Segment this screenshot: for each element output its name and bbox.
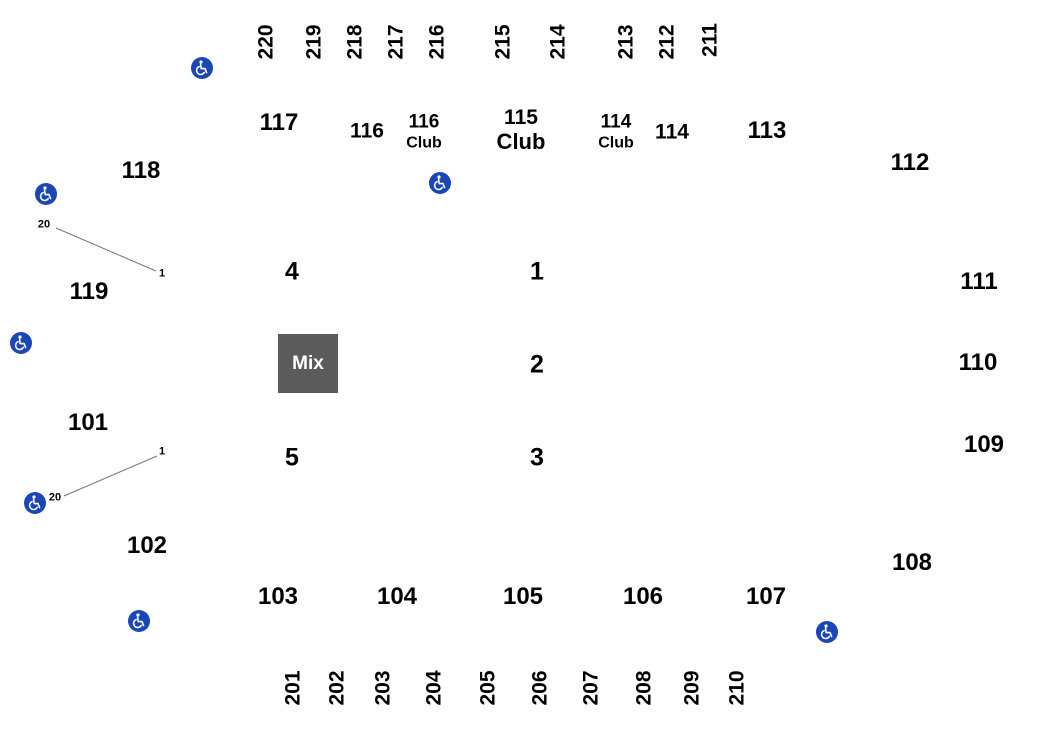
section-216[interactable]: 216: [425, 24, 449, 60]
floor-section-1[interactable]: 1: [530, 257, 544, 286]
row-marker-lower-end: 20: [48, 491, 62, 504]
mix-position[interactable]: Mix: [278, 334, 338, 393]
section-108[interactable]: 108: [891, 549, 933, 576]
section-209[interactable]: 209: [680, 670, 704, 706]
section-217[interactable]: 217: [384, 24, 408, 60]
section-117[interactable]: 117: [259, 109, 299, 136]
club-label: Club: [496, 129, 546, 154]
section-213[interactable]: 213: [614, 24, 638, 60]
club-label: Club: [598, 134, 634, 152]
section-116-club[interactable]: 116 Club: [406, 113, 442, 152]
section-207[interactable]: 207: [579, 670, 603, 706]
section-101[interactable]: 101: [67, 409, 109, 436]
floor-section-3[interactable]: 3: [530, 443, 544, 472]
section-202[interactable]: 202: [325, 670, 349, 706]
row-marker-upper-end: 1: [158, 267, 166, 280]
section-107[interactable]: 107: [745, 583, 787, 610]
section-115-club[interactable]: 115 Club: [497, 107, 546, 153]
section-212[interactable]: 212: [655, 24, 679, 60]
club-section-number: 116: [408, 111, 440, 133]
wheelchair-icon[interactable]: [191, 57, 213, 79]
wheelchair-icon[interactable]: [429, 172, 451, 194]
section-206[interactable]: 206: [528, 670, 552, 706]
section-210[interactable]: 210: [725, 670, 749, 706]
row-marker-upper-start: 20: [37, 218, 51, 231]
club-section-number: 115: [504, 106, 538, 129]
section-112[interactable]: 112: [890, 149, 930, 176]
section-114-club[interactable]: 114 Club: [598, 113, 634, 152]
section-218[interactable]: 218: [343, 24, 367, 60]
floor-section-5[interactable]: 5: [285, 443, 299, 472]
section-208[interactable]: 208: [632, 670, 656, 706]
club-label: Club: [406, 134, 442, 152]
section-110[interactable]: 110: [958, 349, 998, 376]
wheelchair-icon[interactable]: [24, 492, 46, 514]
section-114[interactable]: 114: [655, 120, 689, 144]
club-section-number: 114: [600, 111, 632, 133]
section-220[interactable]: 220: [254, 24, 278, 60]
row-marker-lower-start: 1: [158, 445, 166, 458]
section-106[interactable]: 106: [622, 583, 664, 610]
section-214[interactable]: 214: [546, 24, 570, 60]
section-104[interactable]: 104: [376, 583, 418, 610]
section-205[interactable]: 205: [476, 670, 500, 706]
section-201[interactable]: 201: [281, 670, 305, 706]
floor-section-2[interactable]: 2: [530, 350, 544, 379]
section-109[interactable]: 109: [963, 431, 1005, 458]
section-102[interactable]: 102: [126, 532, 168, 559]
wheelchair-icon[interactable]: [35, 183, 57, 205]
section-118[interactable]: 118: [121, 157, 161, 184]
row-line-lower-left: [63, 455, 158, 497]
floor-section-4[interactable]: 4: [285, 257, 299, 286]
section-111[interactable]: 111: [960, 268, 998, 295]
wheelchair-icon[interactable]: [128, 610, 150, 632]
wheelchair-icon[interactable]: [10, 332, 32, 354]
section-119[interactable]: 119: [69, 278, 109, 305]
section-215[interactable]: 215: [491, 24, 515, 60]
section-204[interactable]: 204: [422, 670, 446, 706]
section-116[interactable]: 116: [350, 119, 384, 143]
section-105[interactable]: 105: [502, 583, 544, 610]
section-113[interactable]: 113: [747, 117, 787, 144]
row-line-upper-left: [55, 227, 157, 272]
section-211[interactable]: 211: [698, 23, 722, 57]
section-219[interactable]: 219: [302, 24, 326, 60]
wheelchair-icon[interactable]: [816, 621, 838, 643]
section-103[interactable]: 103: [257, 583, 299, 610]
section-203[interactable]: 203: [371, 670, 395, 706]
